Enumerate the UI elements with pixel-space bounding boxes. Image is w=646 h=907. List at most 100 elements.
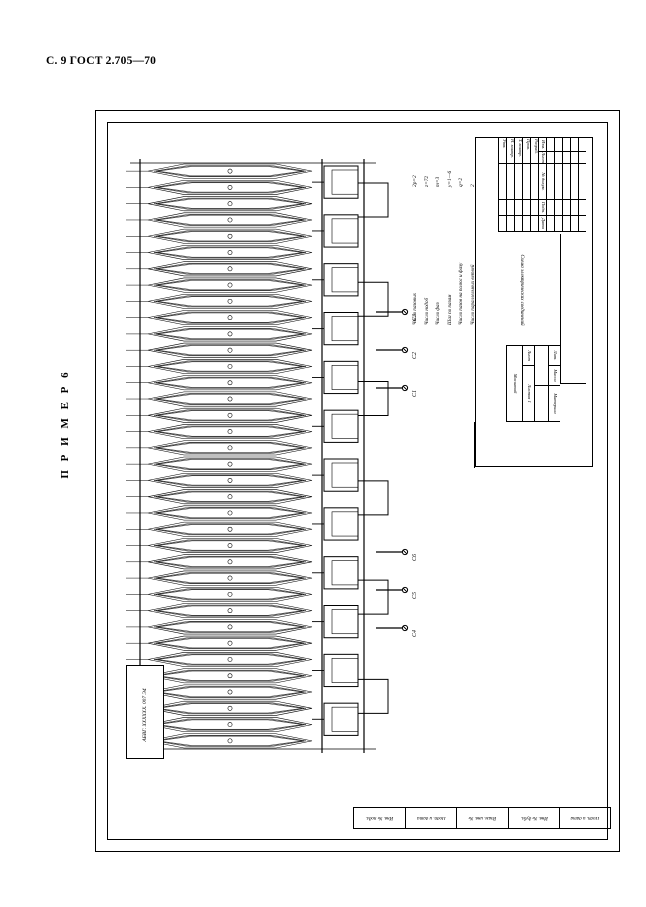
title-block-change-cell [546,164,554,200]
title-block-change-cell [578,138,586,152]
terminal-icon [376,624,409,632]
title-block-column-header: Лист [538,152,546,164]
title-block-role-date [522,216,530,232]
title-block-change-cell [570,216,578,232]
title-block-role-label: Пров. [522,138,530,164]
title-block-column-header: Дата [538,216,546,232]
title-block-change-cell [554,216,562,232]
bottom-margin-strip: Инв. № подл. Подп. и дата Взам. инв. № Инв.… [353,807,611,829]
example-label-text: П Р И М Е Р 6 [59,369,71,479]
title-block-role-sign [530,200,538,216]
bottom-margin-label: Подп. и дата [570,815,600,821]
winding-geometry [126,163,389,749]
title-block-sheet-label: Лист [522,346,534,366]
title-block-change-cell [570,152,578,164]
title-block-role-name [530,164,538,200]
terminal-marker: C5 [376,579,436,606]
bottom-margin-label: Взам. инв. № [468,815,497,821]
title-block-change-cell [578,152,586,164]
parameter-value: q=2 [458,177,464,187]
title-block-change-cell [562,216,570,232]
terminal-icon [376,308,409,316]
title-block-change-cell [546,200,554,216]
terminal-label: C4 [412,629,418,637]
title-block-change-cell [554,164,562,200]
title-block-role-label: Н. контр. [506,138,514,164]
terminal-icon [376,548,409,556]
parameter-value: 2p=2 [412,175,418,187]
terminal-marker: C3 [376,301,436,328]
title-block-change-cell [554,138,562,152]
title-block-change-cell [562,152,570,164]
title-block-mass-value [534,386,548,422]
title-block-change-cell [546,138,554,152]
title-block-role-sign [498,200,506,216]
drawing-number-text: АБВГ. ХХХХХХ. 007 Э4 [142,688,148,742]
title-block-column-header: Подп. [538,200,546,216]
title-block-role-date [530,216,538,232]
terminal-marker: C1 [376,377,436,404]
title-block-role-label: Утв. [498,138,506,164]
winding-diagram [126,141,426,771]
parameter-value: y=1—6 [446,170,453,187]
bottom-margin-cell: Инв. № дубл. [507,807,560,829]
terminal-icon [376,586,409,594]
terminal-label: C6 [412,553,418,561]
title-block-change-cell [578,200,586,216]
title-block-role-name [522,164,530,200]
title-block-document-name: Схема электрических соединений [518,254,524,326]
bottom-margin-label: Подп. и дата [416,815,446,821]
title-block-change-cell [578,164,586,200]
terminal-marker: C4 [376,617,436,644]
bottom-margin-cell: Взам. инв. № [456,807,508,829]
title-block-change-cell [546,216,554,232]
parameter-name: Число пазов на полюс и фазу [458,262,464,325]
title-block-change-cell [578,216,586,232]
terminal-label: C3 [412,313,418,321]
title-block-role-date [498,216,506,232]
title-block-change-cell [562,164,570,200]
title-block-material-label: Материал [548,386,560,422]
bottom-margin-cell: Инв. № подл. [353,807,405,829]
parameter-name: Шаг по пазам [446,294,453,325]
terminal-label: C5 [412,591,418,599]
title-block-column-header: № докум. [538,164,546,200]
slot-ticks [130,162,376,750]
title-block-drawing-number [560,234,586,384]
title-block-change-cell [570,138,578,152]
winding-diagram-svg [126,159,389,753]
title-block-role-label: Т. контр. [514,138,522,164]
bottom-margin-label: Инв. № дубл. [520,815,548,821]
title-block-change-cell [570,200,578,216]
parameter-value: z=72 [423,175,430,187]
terminal-label: C2 [412,351,418,359]
terminal-marker: C6 [376,541,436,568]
title-block-lit-label: Лит. [548,346,560,366]
page-header: С. 9 ГОСТ 2.705—70 [46,55,157,67]
title-block-role-name [498,164,506,200]
bottom-margin-cell: Подп. и дата [404,807,457,829]
title-block-role-name [514,164,522,200]
title-block-role-date [514,216,522,232]
title-block-change-cell [554,200,562,216]
title-block-role-sign [514,200,522,216]
title-block-role-label: Разраб. [530,138,538,164]
title-block-change-cell [562,138,570,152]
title-block-role-name [506,164,514,200]
terminal-icon [376,346,409,354]
title-block-role-sign [522,200,530,216]
parameter-value: m=3 [435,176,441,187]
terminal-marker: C2 [376,339,436,366]
title-block-mass-label: Масса [548,366,560,386]
title-block-change-cell [562,200,570,216]
title-block-role-date [506,216,514,232]
terminal-label: C1 [412,389,418,397]
title-block-right-column [474,422,586,468]
